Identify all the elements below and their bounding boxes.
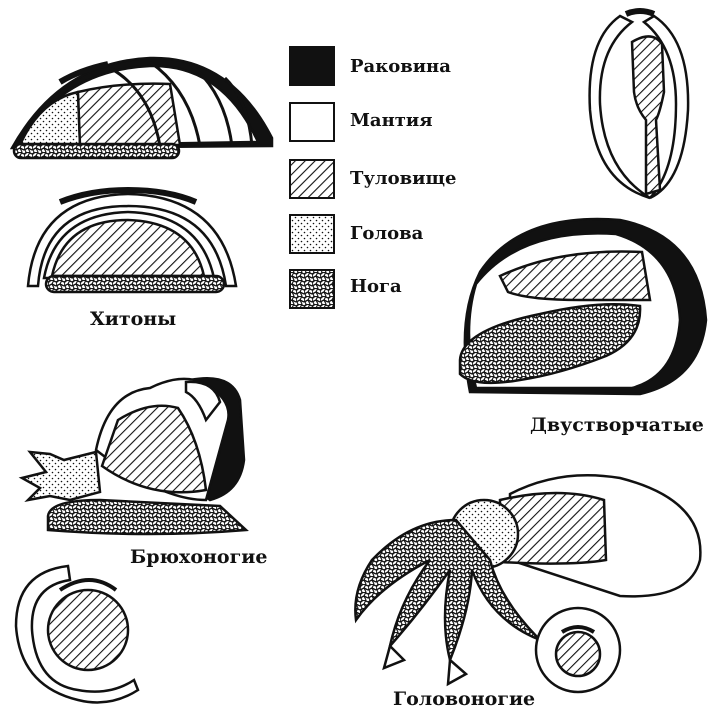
cephalopod-cross-section <box>536 608 620 692</box>
bivalve-side-view <box>460 219 706 394</box>
chiton-side-view <box>12 58 272 158</box>
legend-label-mantle: Мантия <box>350 110 433 131</box>
legend-label-body: Туловище <box>350 168 456 189</box>
gastropod <box>22 378 246 534</box>
legend-swatch-foot <box>290 270 334 308</box>
chiton-cross-section <box>28 190 236 292</box>
legend-label-head: Голова <box>350 223 423 244</box>
legend-swatch-shell <box>290 47 334 85</box>
cephalopod <box>355 475 700 684</box>
legend-swatch-body <box>290 160 334 198</box>
legend-label-foot: Нога <box>350 276 402 297</box>
bivalve-cross-section <box>590 11 689 198</box>
group-label-chitons: Хитоны <box>90 308 176 330</box>
legend <box>290 47 334 308</box>
legend-label-shell: Раковина <box>350 56 451 77</box>
group-label-bivalves: Двустворчатые <box>530 414 704 436</box>
group-label-cephalopods: Головоногие <box>393 688 535 710</box>
legend-swatch-head <box>290 215 334 253</box>
group-label-gastropods: Брюхоногие <box>130 546 267 568</box>
legend-swatch-mantle <box>290 103 334 141</box>
gastropod-cross-section <box>16 566 138 702</box>
